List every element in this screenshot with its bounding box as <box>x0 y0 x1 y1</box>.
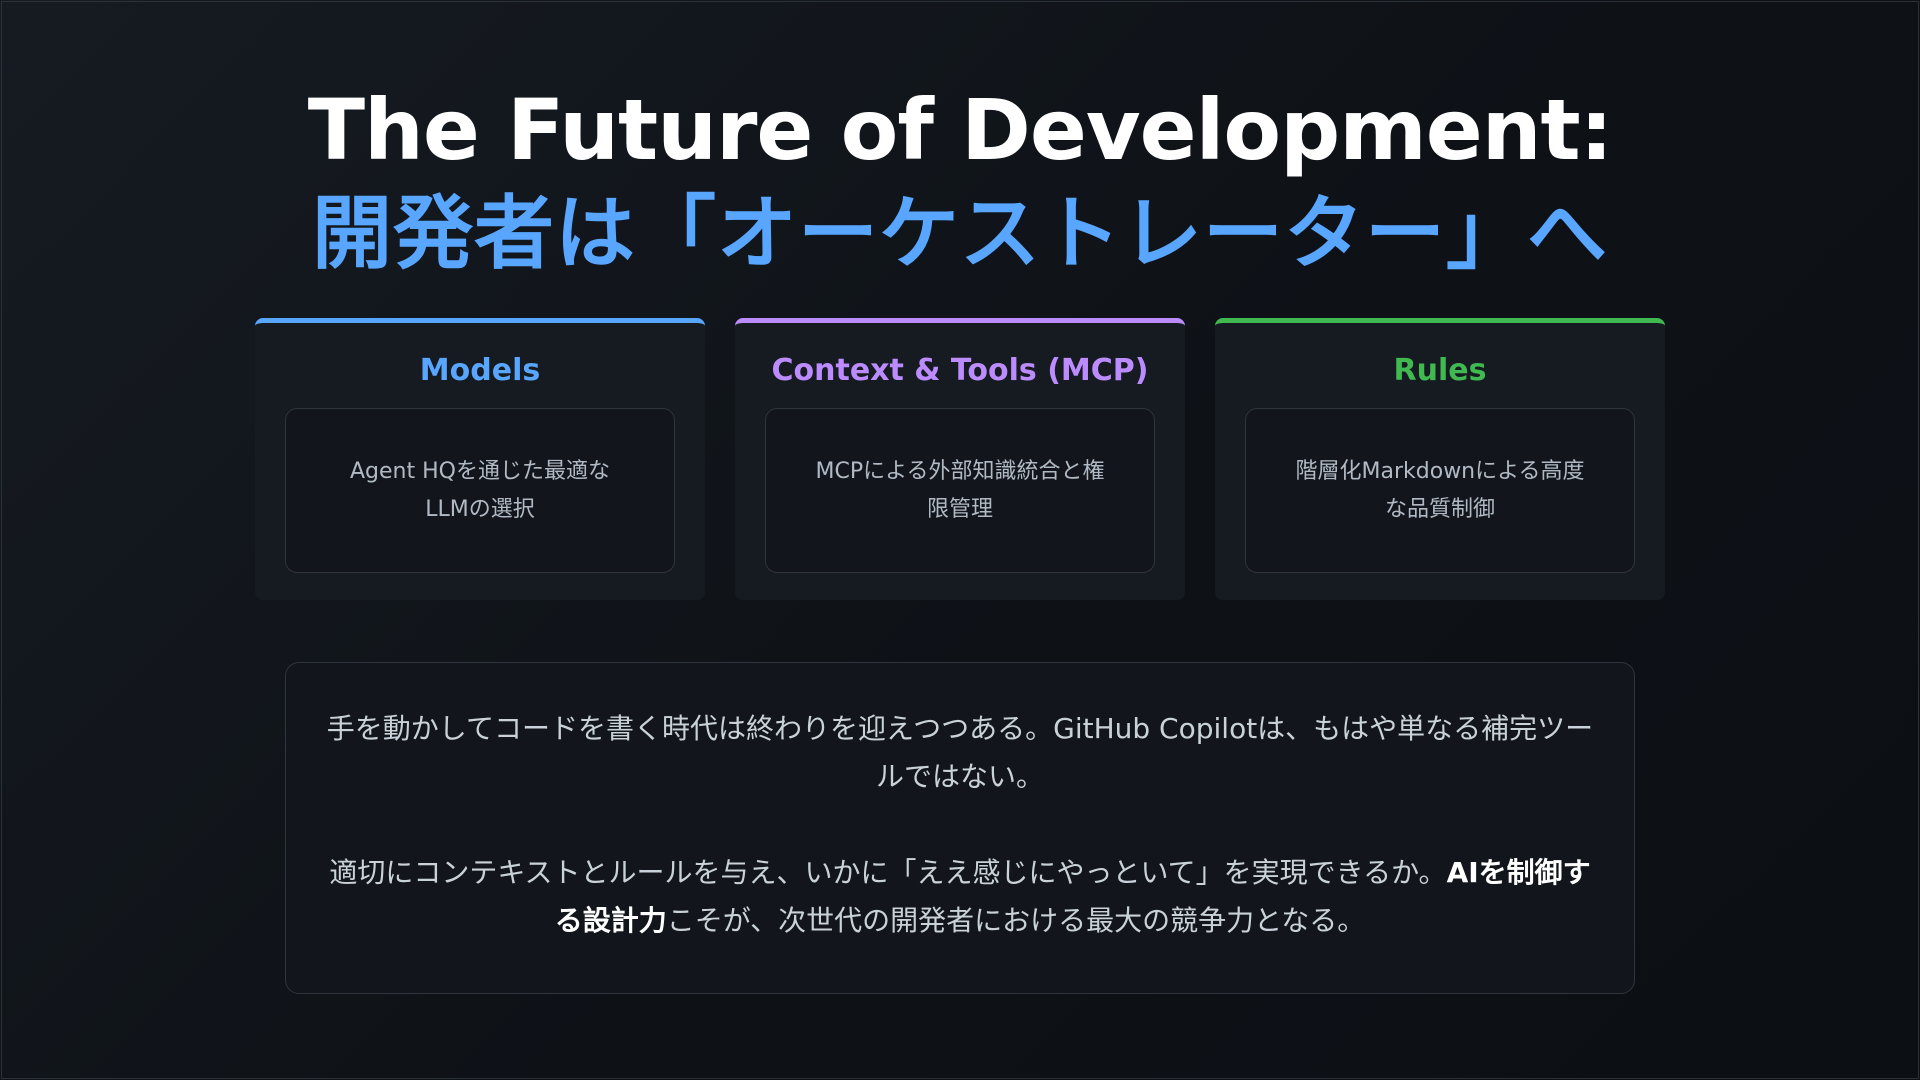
card-description: MCPによる外部知識統合と権限管理 <box>815 458 1105 522</box>
card-description: 階層化Markdownによる高度な品質制御 <box>1295 458 1585 522</box>
summary-box: 手を動かしてコードを書く時代は終わりを迎えつつある。GitHub Copilot… <box>285 662 1635 994</box>
summary-paragraph-2: 適切にコンテキストとルールを与え、いかに「ええ感じにやっといて」を実現できるか。… <box>326 849 1594 945</box>
feature-cards: Models Agent HQを通じた最適なLLMの選択 Context & T… <box>255 318 1665 600</box>
card-rules: Rules 階層化Markdownによる高度な品質制御 <box>1215 318 1665 600</box>
card-models: Models Agent HQを通じた最適なLLMの選択 <box>255 318 705 600</box>
card-title: Rules <box>1393 353 1487 388</box>
summary-emphasis: AIを制御する設計力 <box>554 856 1591 937</box>
card-description: Agent HQを通じた最適なLLMの選択 <box>350 458 610 522</box>
card-context-tools: Context & Tools (MCP) MCPによる外部知識統合と権限管理 <box>735 318 1185 600</box>
card-body: Agent HQを通じた最適なLLMの選択 <box>285 408 675 573</box>
card-body: 階層化Markdownによる高度な品質制御 <box>1245 408 1635 573</box>
card-title: Models <box>419 353 541 388</box>
card-title: Context & Tools (MCP) <box>771 353 1149 388</box>
page-title-japanese: 開発者は「オーケストレーター」へ <box>312 187 1608 280</box>
page-title-english: The Future of Development: <box>307 81 1614 179</box>
card-body: MCPによる外部知識統合と権限管理 <box>765 408 1155 573</box>
title-block: The Future of Development: 開発者は「オーケストレータ… <box>0 78 1920 286</box>
summary-text: 適切にコンテキストとルールを与え、いかに「ええ感じにやっといて」を実現できるか。 <box>329 856 1447 889</box>
summary-text: こそが、次世代の開発者における最大の競争力となる。 <box>666 904 1366 937</box>
summary-paragraph-1: 手を動かしてコードを書く時代は終わりを迎えつつある。GitHub Copilot… <box>326 712 1594 793</box>
